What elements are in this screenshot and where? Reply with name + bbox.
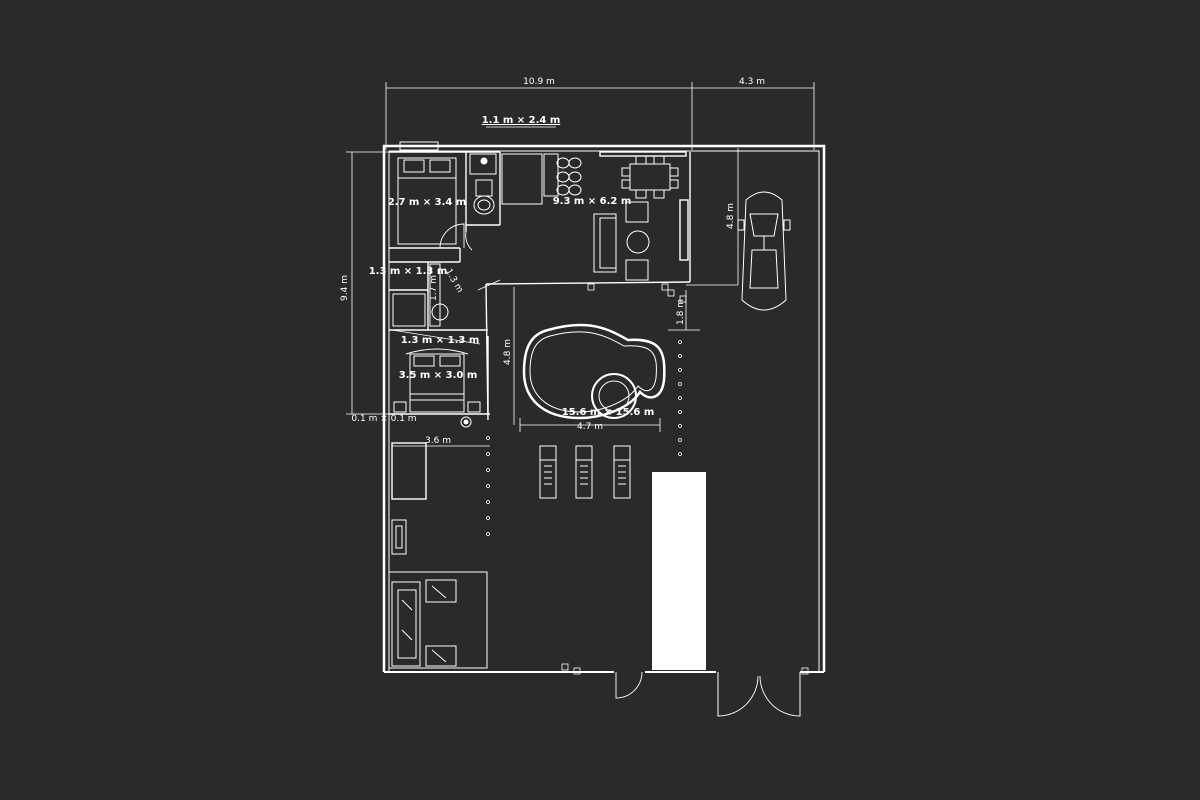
closet-1-label: 1.3 m × 1.3 m [369, 266, 448, 277]
overall-depth-label: 9.4 m [340, 275, 350, 301]
living-furniture [556, 155, 679, 281]
pool [522, 323, 666, 420]
gap-label: 1.8 m [676, 299, 686, 325]
armchair-icon [425, 645, 457, 667]
sun-loungers [539, 445, 631, 499]
bed-icon [397, 157, 457, 245]
bedroom-1-label: 2.7 m × 3.4 m [388, 197, 467, 208]
armchair-icon [425, 579, 457, 603]
garage-width-label: 4.3 m [739, 77, 765, 87]
sunlounger-icon [575, 445, 593, 499]
door-swing-icon [759, 672, 801, 717]
door-swing-icon [615, 671, 643, 699]
outer-walls [382, 141, 826, 673]
closet-label: 1.7 m [429, 275, 439, 301]
bedroom-1-furniture [397, 157, 457, 245]
car-length-label: 4.8 m [726, 203, 736, 229]
armchair-icon [625, 201, 649, 223]
living-dining-label: 9.3 m × 6.2 m [553, 196, 632, 207]
pool-depth-label: 4.8 m [503, 339, 513, 365]
pool-width-label: 4.7 m [577, 422, 603, 432]
car-icon [737, 191, 791, 311]
closet-2-label: 1.3 m × 1.3 m [401, 335, 480, 346]
sunlounger-icon [539, 445, 557, 499]
bathroom-label: 1.1 m × 2.4 m [482, 115, 561, 126]
walkway [652, 472, 706, 670]
sofa-icon [391, 581, 421, 667]
yard-label: 15.6 m × 15.6 m [562, 407, 655, 418]
hot-tub-icon [591, 373, 637, 419]
room-labels: 1.1 m × 2.4 m 2.7 m × 3.4 m 9.3 m × 6.2 … [351, 115, 654, 424]
bed-icon [409, 353, 465, 413]
bathroom-fixtures [469, 153, 559, 215]
dimension-lines [346, 82, 815, 447]
wall-thickness-label: 0.1 m × 0.1 m [351, 414, 416, 424]
door-swing-icon [477, 279, 501, 291]
door-swings [439, 223, 801, 717]
sunlounger-icon [613, 445, 631, 499]
interior-walls [388, 151, 691, 669]
sofa-icon [593, 213, 617, 273]
sink-icon [501, 153, 543, 205]
dining-table-icon [621, 155, 679, 199]
bedroom-2-label: 3.5 m × 3.0 m [399, 370, 478, 381]
closet-furniture [392, 263, 449, 327]
bedroom-2-furniture [393, 348, 481, 428]
door-swing-icon [465, 231, 473, 251]
coffee-table [626, 230, 650, 254]
shower-icon [469, 153, 497, 175]
lounge-furniture [391, 519, 457, 667]
toilet-icon [475, 179, 493, 197]
stool-row [556, 157, 582, 196]
garden-lights [486, 283, 809, 675]
armchair-icon [625, 259, 649, 281]
bottom-wing-label: 3.6 m [425, 436, 451, 446]
door-swing-icon [717, 672, 759, 717]
overall-width-label: 10.9 m [523, 77, 555, 87]
